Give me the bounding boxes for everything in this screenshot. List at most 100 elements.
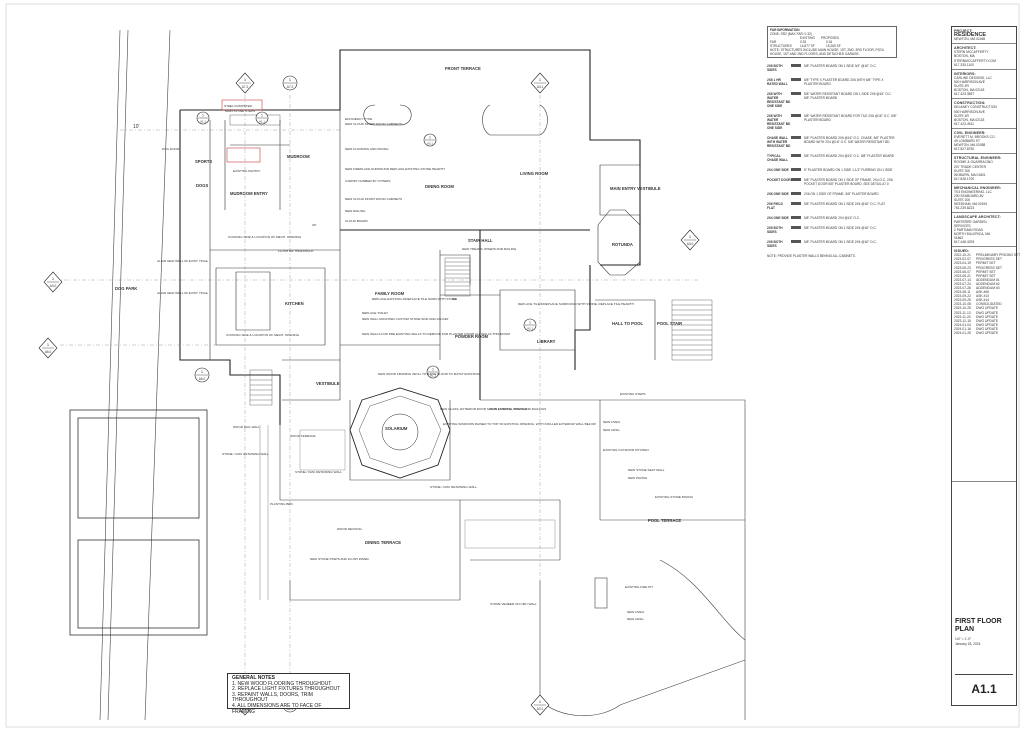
svg-text:A7.2: A7.2 (242, 85, 249, 89)
svg-text:CLOUD BOARD: CLOUD BOARD (345, 219, 368, 223)
svg-text:A3.1: A3.1 (537, 707, 544, 711)
section-marker-9[interactable]: 1 A3.1 (530, 72, 550, 94)
svg-text:NEW GRILL: NEW GRILL (627, 617, 644, 621)
sheet-scale: 1/4" = 1'-0" (955, 637, 972, 641)
svg-text:NEW WALL MOUNTED CUSTOM STONE: NEW WALL MOUNTED CUSTOM STONE SINK AND F… (362, 317, 449, 321)
wall-swatch (791, 92, 801, 95)
sheet-scale-date: 1/4" = 1'-0" January 18, 2024 (955, 637, 1013, 646)
label-living-room: LIVING ROOM (520, 171, 549, 176)
svg-text:WOOD TERRACE: WOOD TERRACE (290, 434, 316, 438)
svg-text:NEW CLOUD FINISH WOOD CABINETS: NEW CLOUD FINISH WOOD CABINETS (345, 122, 402, 126)
svg-text:NEW PAVING: NEW PAVING (628, 476, 648, 480)
svg-text:A3.0: A3.0 (687, 242, 694, 246)
general-notes: GENERAL NOTES 1. NEW WOOD FLOORING THROU… (227, 673, 350, 714)
label-dogs: DOGS (196, 183, 209, 188)
far-cols: EXISTING PROPOSED (800, 36, 839, 40)
structures-row: STRUCTURES 14,877 SF 15,269 SF (770, 44, 841, 48)
section-marker-13[interactable]: 1 A1.1 (426, 365, 440, 379)
svg-text:EXISTING WINDOWS RAISED TO TOP: EXISTING WINDOWS RAISED TO TOP OF EXISTI… (443, 422, 596, 426)
svg-text:1: 1 (529, 321, 531, 325)
label-dog-park: DOG PARK (115, 286, 137, 291)
svg-text:NEW GLASS, EXTERIOR DOOR SET I: NEW GLASS, EXTERIOR DOOR SET IN EXISTING… (440, 407, 528, 411)
svg-text:NEW FIREPLACE SURROUND REPLACE: NEW FIREPLACE SURROUND REPLACE EXISTING … (345, 167, 445, 171)
section-marker-4[interactable]: 1 A3.0 (680, 229, 700, 251)
svg-text:STONE / CMU RETAINING WALL: STONE / CMU RETAINING WALL (222, 452, 269, 456)
far-zone: ZONE: SR2 (MAX FAR: 0.32) (770, 32, 812, 36)
svg-text:1: 1 (47, 342, 50, 347)
section-marker-2[interactable]: 1 A7.2 (282, 75, 298, 91)
room-labels: FRONT TERRACE LIVING ROOM MAIN ENTRY VES… (115, 66, 682, 545)
svg-text:PLANTING BED: PLANTING BED (270, 502, 293, 506)
section-marker-14[interactable]: 1 A3.1 (423, 133, 437, 147)
section-marker-1[interactable]: 1 A7.2 (235, 72, 255, 94)
project-location: NEWTON, MA 02465 (954, 37, 986, 42)
sheet-title: FIRST FLOOR PLAN (955, 618, 1002, 633)
label-stair-hall: STAIR HALL (468, 238, 493, 243)
svg-text:1: 1 (689, 234, 692, 239)
section-marker-11[interactable]: 1 A1.1 (196, 111, 210, 125)
label-mudroom: MUDROOM (287, 154, 310, 159)
wall-swatch (791, 136, 801, 139)
solarium-octagon (349, 387, 451, 479)
section-marker-15[interactable]: 1 A3.1 (523, 318, 537, 332)
svg-text:UP: UP (312, 223, 316, 227)
label-library: LIBRARY (537, 339, 556, 344)
section-marker-3[interactable]: 1 A3.0 (43, 271, 63, 293)
wall-swatch (791, 154, 801, 157)
svg-text:NEW LANDING, STEPS AND RAILING: NEW LANDING, STEPS AND RAILINGS (490, 407, 546, 411)
label-front-terrace: FRONT TERRACE (445, 66, 481, 71)
label-kitchen: KITCHEN (285, 301, 304, 306)
svg-text:A7.2: A7.2 (287, 85, 294, 89)
svg-text:ALIGN NEW WALL W/ EXIST. HOLE: ALIGN NEW WALL W/ EXIST. HOLE (157, 259, 208, 263)
svg-text:1: 1 (539, 699, 542, 704)
stair-runs (229, 114, 713, 406)
svg-text:NEW FLOORING AND PAVING: NEW FLOORING AND PAVING (345, 147, 389, 151)
section-marker-6[interactable]: 1 A6.0 (194, 367, 210, 383)
section-marker-10[interactable]: 1 A3.1 (530, 694, 550, 716)
svg-text:DN: DN (452, 297, 456, 301)
svg-text:1: 1 (261, 114, 263, 118)
svg-text:A3.1: A3.1 (537, 85, 544, 89)
svg-text:1: 1 (202, 114, 204, 118)
architect-section: ARCHITECT: STERN MCCAFFERTY BOSTON, MA S… (952, 44, 1016, 70)
svg-text:COOKING SIDE & LOCATION OF MEC: COOKING SIDE & LOCATION OF MECH. OPENING (228, 235, 302, 239)
svg-text:NEW TREADS, RISERS AND RAILING: NEW TREADS, RISERS AND RAILING (462, 247, 517, 251)
mechanical-section: MECHANICAL ENGINEER: TK3 ENGINEERING, LL… (952, 184, 1016, 214)
revision-clouds (221, 99, 263, 163)
wall-swatch (791, 78, 801, 81)
property-lines (99, 29, 171, 721)
svg-text:1: 1 (429, 136, 431, 140)
section-marker-5[interactable]: 1 A6.0 (38, 337, 58, 359)
svg-text:EXISTING PANTRY: EXISTING PANTRY (233, 169, 261, 173)
wall-swatch (791, 216, 801, 219)
label-hall-to-pool: HALL TO POOL (612, 321, 643, 326)
svg-text:NEW STONE SEAT WALL: NEW STONE SEAT WALL (628, 468, 665, 472)
section-marker-12[interactable]: 1 A1.1 (255, 111, 269, 125)
wall-swatch (791, 64, 801, 67)
svg-text:A1.1: A1.1 (259, 120, 265, 124)
svg-text:1: 1 (52, 276, 55, 281)
far-title: FAR INFORMATION (770, 28, 800, 32)
svg-text:10': 10' (133, 124, 140, 130)
